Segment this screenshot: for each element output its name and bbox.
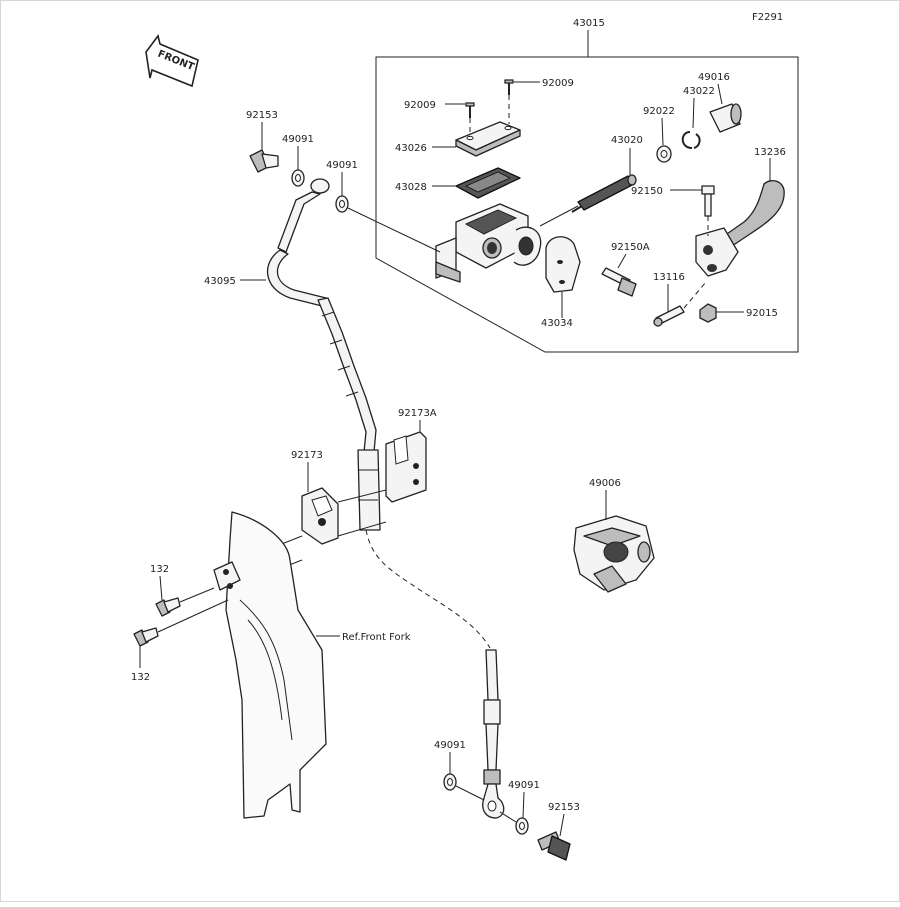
callout-92009-right: 92009 [542,78,574,89]
bolt-92150 [701,185,715,217]
banjo-bolt-92153-lower [537,831,571,861]
callout-92153-lower: 92153 [548,802,580,813]
pivot-pin-13116 [653,305,685,327]
callout-132-upper: 132 [150,564,169,575]
callout-43026: 43026 [395,143,427,154]
circlip-43022 [681,131,701,149]
callout-43020: 43020 [611,135,643,146]
callout-92173: 92173 [291,450,323,461]
hose-clamp-92173 [301,487,339,545]
boot-49016 [709,103,742,133]
figure-code: F2291 [752,12,783,23]
brake-hose-43095 [266,178,505,819]
diaphragm-43028 [455,167,521,199]
callout-49006: 49006 [589,478,621,489]
callout-92150: 92150 [631,186,663,197]
nut-92015 [699,303,717,323]
callout-43015: 43015 [573,18,605,29]
reference-note-front-fork: Ref.Front Fork [342,632,411,643]
reservoir-cap-43026 [455,121,521,157]
callout-49016: 49016 [698,72,730,83]
callout-43095: 43095 [204,276,236,287]
callout-92015: 92015 [746,308,778,319]
screw-92009-right [504,79,514,95]
screw-92009-left [465,102,475,118]
callout-92150A: 92150A [611,242,650,253]
bolt-92150A [601,267,637,297]
brake-lever-13236 [695,179,785,277]
callout-49091-lower-left: 49091 [434,740,466,751]
handlebar-clamp-43034 [545,236,581,293]
callout-43034: 43034 [541,318,573,329]
bolt-132-upper [155,597,181,617]
callout-13116: 13116 [653,272,685,283]
front-arrow-icon: FRONT [145,34,199,88]
callout-92022: 92022 [643,106,675,117]
master-cylinder-body [435,203,542,283]
callout-49091-top-left: 49091 [282,134,314,145]
banjo-bolt-92153-top [249,149,279,173]
callout-92153-top: 92153 [246,110,278,121]
callout-92009-left: 92009 [404,100,436,111]
callout-49091-top-right: 49091 [326,160,358,171]
bolt-132-lower [133,627,159,647]
callout-43028: 43028 [395,182,427,193]
callout-43022: 43022 [683,86,715,97]
piston-kit-43020 [571,174,637,213]
callout-49091-lower-right: 49091 [508,780,540,791]
assembly-frame-43015 [375,56,799,353]
callout-13236: 13236 [754,147,786,158]
callout-132-lower: 132 [131,672,150,683]
hose-clamp-92173A [385,431,427,503]
callout-92173A: 92173A [398,408,437,419]
front-fork-reference [213,511,327,819]
holder-49006 [573,515,655,593]
